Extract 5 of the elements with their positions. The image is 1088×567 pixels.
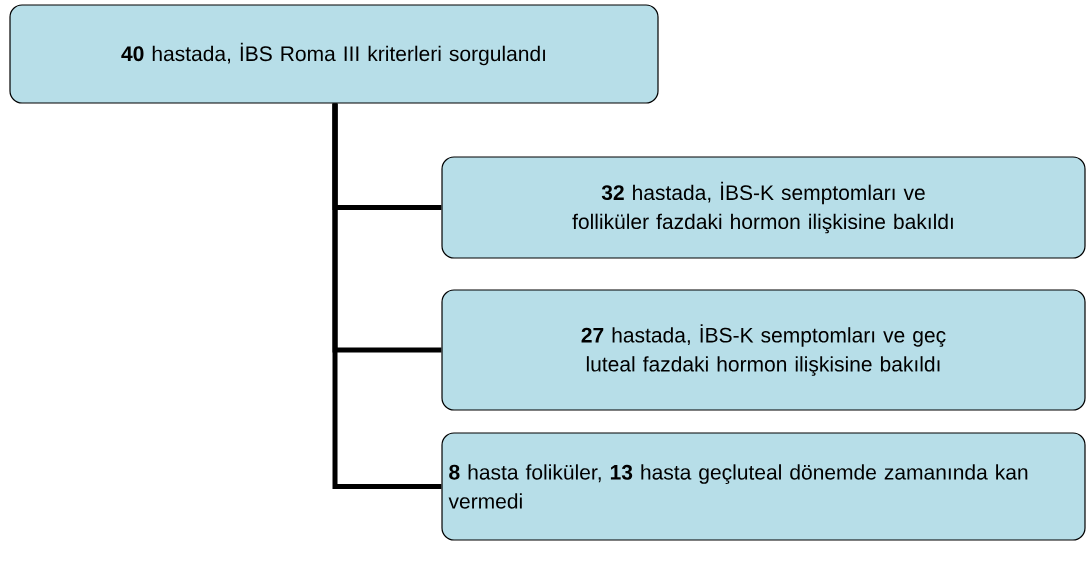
process-box: 27 hastada, İBS-K semptomları ve geç luteal fazdaki hormon ilişkisine bakıldı [441,289,1086,411]
connector-line [332,103,442,489]
process-box: 32 hastada, İBS-K semptomları ve folliküler fazdaki hormon ilişkisine bakıldı [441,156,1086,259]
process-box: 40 hastada, İBS Roma III kriterleri sorgulandı [9,4,659,104]
process-box: 8 hasta foliküler, 13 hasta geçluteal dönemde zamanında kan vermedi [441,432,1086,541]
